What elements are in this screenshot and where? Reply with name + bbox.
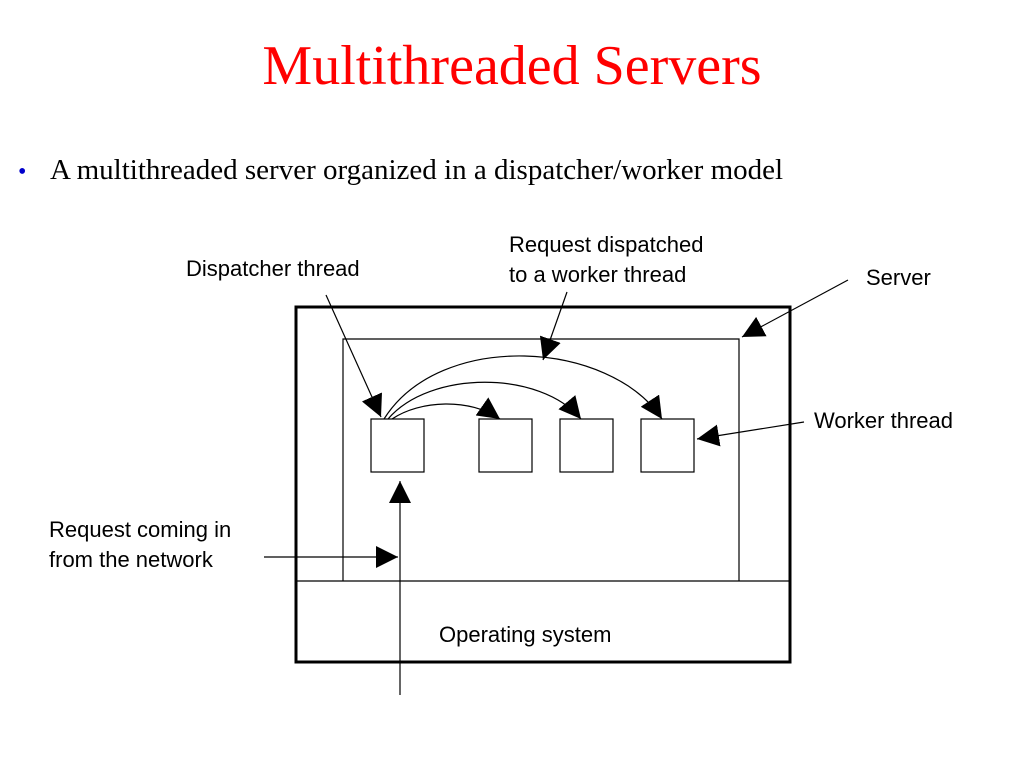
operating-system-label: Operating system <box>439 622 611 647</box>
worker-thread-box <box>478 418 533 473</box>
bullet-item: • A multithreaded server organized in a d… <box>18 150 783 192</box>
worker-callout-line <box>696 421 805 447</box>
bullet-icon: • <box>18 159 27 185</box>
worker-thread-box <box>640 418 695 473</box>
dispatched-label-line2: to a worker thread <box>509 262 686 287</box>
dispatcher-thread-label: Dispatcher thread <box>186 256 360 281</box>
dispatched-label-line1: Request dispatched <box>509 232 703 257</box>
dispatcher-callout-line <box>325 294 382 418</box>
request-label-line1: Request coming in <box>49 517 231 542</box>
dispatch-arrow-worker-1 <box>391 397 501 420</box>
dispatcher-thread-box <box>370 418 425 473</box>
request-label-line2: from the network <box>49 547 214 572</box>
worker-thread-box <box>559 418 614 473</box>
slide-title: Multithreaded Servers <box>262 35 762 97</box>
dispatch-arrow-worker-2 <box>387 381 582 420</box>
server-box <box>294 305 792 664</box>
dispatch-arrow-worker-3 <box>383 355 663 420</box>
server-callout-line <box>741 279 849 338</box>
worker-thread-label: Worker thread <box>814 408 953 433</box>
bullet-text: A multithreaded server organized in a di… <box>50 154 784 186</box>
dispatched-callout-line <box>539 291 568 361</box>
server-label: Server <box>866 265 931 290</box>
